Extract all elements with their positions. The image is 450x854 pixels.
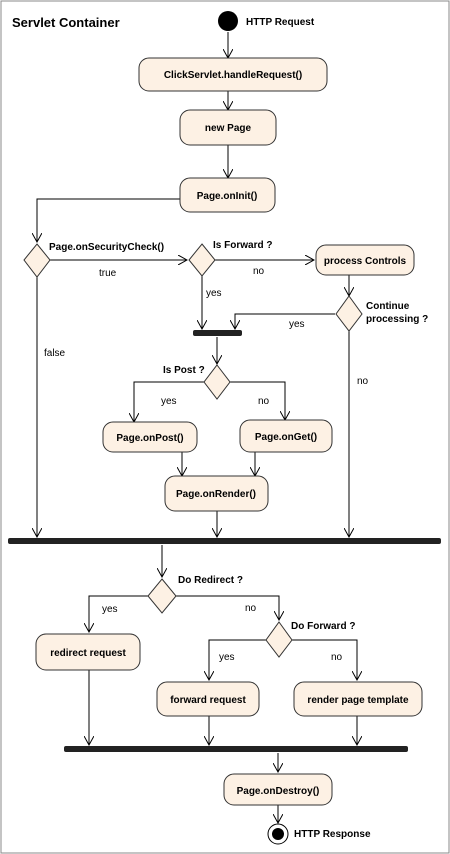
decision-continue-label-2: processing ? — [366, 314, 428, 325]
diagram-title: Servlet Container — [12, 15, 120, 30]
edge-label-do-forward-yes: yes — [219, 652, 235, 663]
decision-security-check — [23, 243, 51, 278]
edge-label-true: true — [99, 268, 117, 279]
join-bar-main — [8, 538, 441, 544]
svg-text:Page.onRender(): Page.onRender() — [176, 489, 256, 500]
action-on-destroy: Page.onDestroy() — [223, 773, 333, 806]
edge-label-redirect-yes: yes — [102, 604, 118, 615]
decision-is-forward-label: Is Forward ? — [213, 240, 272, 251]
decision-do-forward — [265, 621, 293, 658]
edge-label-continue-yes: yes — [289, 319, 305, 330]
decision-continue-processing — [335, 295, 363, 332]
decision-is-post-label: Is Post ? — [163, 365, 205, 376]
svg-text:forward request: forward request — [170, 695, 246, 706]
action-handle-request: ClickServlet.handleRequest() — [138, 57, 328, 92]
decision-continue-label-1: Continue — [366, 301, 410, 312]
svg-text:new Page: new Page — [205, 123, 252, 134]
decision-do-forward-label: Do Forward ? — [291, 621, 355, 632]
end-node — [267, 823, 289, 845]
edge-label-do-forward-no: no — [331, 652, 343, 663]
svg-text:ClickServlet.handleRequest(): ClickServlet.handleRequest() — [164, 70, 302, 81]
svg-text:Page.onPost(): Page.onPost() — [116, 433, 183, 444]
decision-security-check-label: Page.onSecurityCheck() — [49, 242, 164, 253]
svg-text:Page.onDestroy(): Page.onDestroy() — [237, 786, 320, 797]
action-on-post: Page.onPost() — [102, 421, 198, 453]
edge-label-forward-no: no — [253, 266, 265, 277]
action-on-render: Page.onRender() — [164, 475, 269, 512]
decision-do-redirect-label: Do Redirect ? — [178, 575, 243, 586]
action-new-page: new Page — [179, 109, 277, 146]
edge-label-continue-no: no — [357, 376, 369, 387]
svg-text:Page.onGet(): Page.onGet() — [255, 432, 317, 443]
action-on-get: Page.onGet() — [239, 419, 333, 453]
decision-do-redirect — [147, 578, 177, 614]
edges — [37, 32, 357, 823]
edge-label-redirect-no: no — [245, 603, 257, 614]
start-node — [218, 11, 238, 31]
start-label: HTTP Request — [246, 17, 315, 28]
action-process-controls: process Controls — [315, 244, 415, 276]
svg-text:render page template: render page template — [307, 695, 409, 706]
edge-label-false: false — [44, 348, 66, 359]
svg-text:redirect request: redirect request — [50, 648, 126, 659]
svg-text:Page.onInit(): Page.onInit() — [197, 191, 258, 202]
decision-is-forward — [188, 243, 216, 277]
svg-text:process Controls: process Controls — [324, 256, 407, 267]
join-bar-bottom — [64, 746, 408, 752]
action-redirect-request: redirect request — [35, 633, 141, 671]
end-label: HTTP Response — [294, 829, 371, 840]
edge-label-post-yes: yes — [161, 396, 177, 407]
edge-label-forward-yes: yes — [206, 288, 222, 299]
action-on-init: Page.onInit() — [179, 177, 276, 213]
edge-label-post-no: no — [258, 396, 270, 407]
action-forward-request: forward request — [156, 681, 260, 717]
decision-is-post — [203, 364, 231, 400]
action-render-page-template: render page template — [293, 681, 423, 717]
sync-bar-1 — [193, 330, 242, 336]
